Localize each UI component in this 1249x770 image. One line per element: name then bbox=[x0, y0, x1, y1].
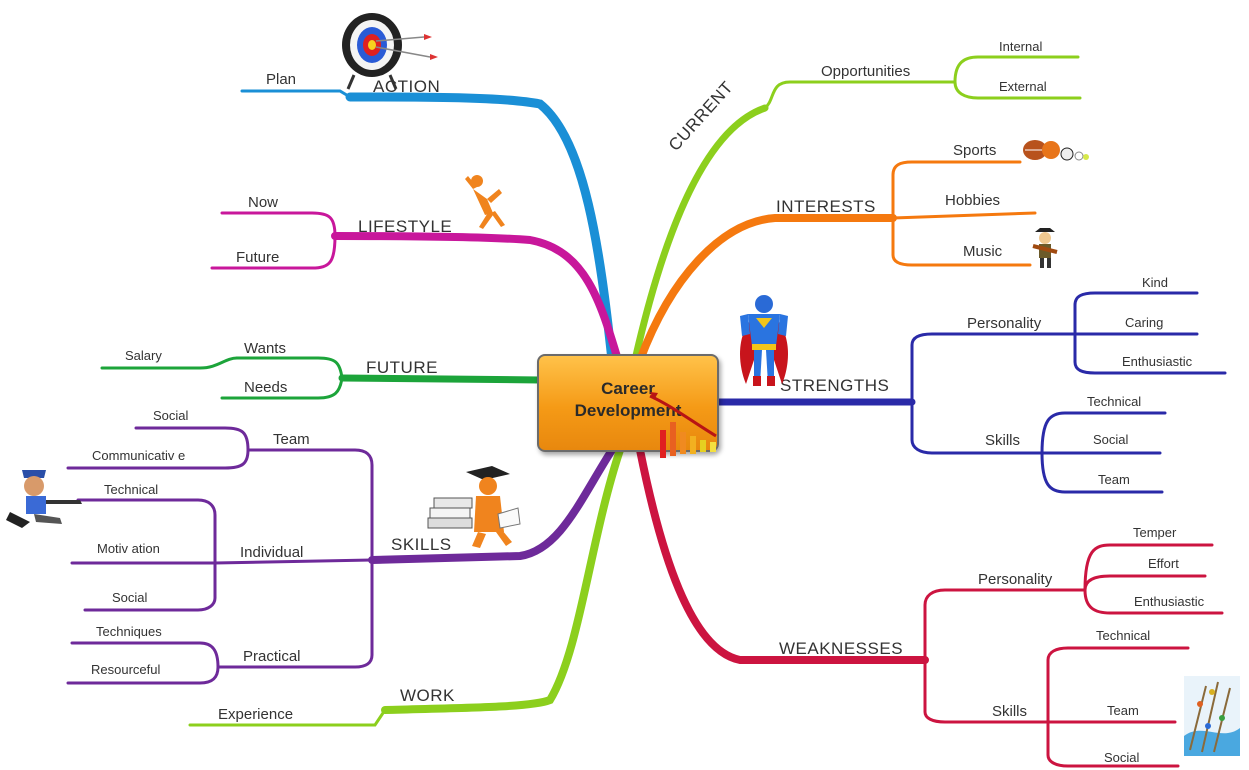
branch-weaknesses bbox=[636, 446, 1224, 768]
node-strengths-personality: Personality bbox=[967, 315, 1042, 332]
node-motivation: Motiv ation bbox=[97, 541, 160, 556]
graduate-reading-icon bbox=[427, 466, 521, 548]
node-techniques: Techniques bbox=[96, 624, 162, 639]
node-team-weakness: Team bbox=[1107, 703, 1139, 718]
branch-interests bbox=[636, 160, 1037, 364]
node-individual: Individual bbox=[240, 544, 303, 561]
branch-skills bbox=[66, 426, 616, 685]
node-team: Team bbox=[273, 431, 310, 448]
branch-title-skills: SKILLS bbox=[391, 535, 452, 554]
central-topic-line2: Development bbox=[574, 401, 682, 420]
node-weaknesses-personality: Personality bbox=[978, 571, 1053, 588]
node-experience: Experience bbox=[218, 706, 293, 723]
node-plan: Plan bbox=[266, 71, 296, 88]
team-climbing-icon bbox=[1184, 676, 1240, 756]
node-salary: Salary bbox=[125, 348, 162, 363]
node-wants: Wants bbox=[244, 340, 286, 357]
branch-title-weaknesses: WEAKNESSES bbox=[779, 639, 903, 658]
node-technical-strength: Technical bbox=[1087, 394, 1141, 409]
node-sports: Sports bbox=[953, 142, 996, 159]
superhero-icon bbox=[740, 295, 788, 386]
node-weaknesses-skills: Skills bbox=[992, 703, 1027, 720]
node-temper: Temper bbox=[1133, 525, 1177, 540]
node-caring: Caring bbox=[1125, 315, 1163, 330]
branch-title-work: WORK bbox=[400, 686, 455, 705]
branch-current bbox=[631, 55, 1082, 364]
branch-title-current: CURRENT bbox=[665, 78, 737, 155]
node-social-individual: Social bbox=[112, 590, 148, 605]
musician-icon bbox=[1032, 228, 1058, 268]
branch-lifestyle bbox=[210, 211, 622, 364]
node-technical-individual: Technical bbox=[104, 482, 158, 497]
branch-title-lifestyle: LIFESTYLE bbox=[358, 217, 452, 236]
node-opportunities: Opportunities bbox=[821, 63, 910, 80]
node-technical-weakness: Technical bbox=[1096, 628, 1150, 643]
branch-title-interests: INTERESTS bbox=[776, 197, 876, 216]
node-social-strength: Social bbox=[1093, 432, 1129, 447]
node-team-strength: Team bbox=[1098, 472, 1130, 487]
branch-strengths bbox=[714, 291, 1227, 494]
branch-future bbox=[100, 356, 544, 400]
node-needs: Needs bbox=[244, 379, 287, 396]
branch-title-action: ACTION bbox=[373, 77, 440, 96]
node-communicative: Communicativ e bbox=[92, 448, 185, 463]
node-kind: Kind bbox=[1142, 275, 1168, 290]
node-resourceful: Resourceful bbox=[91, 662, 160, 677]
branch-title-future: FUTURE bbox=[366, 358, 438, 377]
node-enthusiastic-strength: Enthusiastic bbox=[1122, 354, 1193, 369]
sports-balls-icon bbox=[1023, 140, 1089, 161]
central-topic-line1: Career bbox=[601, 379, 655, 398]
node-enthusiastic-weakness: Enthusiastic bbox=[1134, 594, 1205, 609]
node-future: Future bbox=[236, 249, 279, 266]
node-social-weakness: Social bbox=[1104, 750, 1140, 765]
central-topic-label: Career Development bbox=[540, 378, 716, 422]
branch-title-strengths: STRENGTHS bbox=[780, 376, 889, 395]
archery-target-icon bbox=[342, 13, 438, 90]
branch-action bbox=[240, 89, 617, 365]
node-music: Music bbox=[963, 243, 1003, 260]
node-internal: Internal bbox=[999, 39, 1042, 54]
person-with-laptop-icon bbox=[6, 470, 82, 528]
branch-work bbox=[188, 446, 624, 727]
node-external: External bbox=[999, 79, 1047, 94]
node-practical: Practical bbox=[243, 648, 301, 665]
node-hobbies: Hobbies bbox=[945, 192, 1000, 209]
node-effort: Effort bbox=[1148, 556, 1179, 571]
node-strengths-skills: Skills bbox=[985, 432, 1020, 449]
dancing-figure-icon bbox=[465, 175, 505, 229]
node-now: Now bbox=[248, 194, 278, 211]
node-social-team: Social bbox=[153, 408, 189, 423]
